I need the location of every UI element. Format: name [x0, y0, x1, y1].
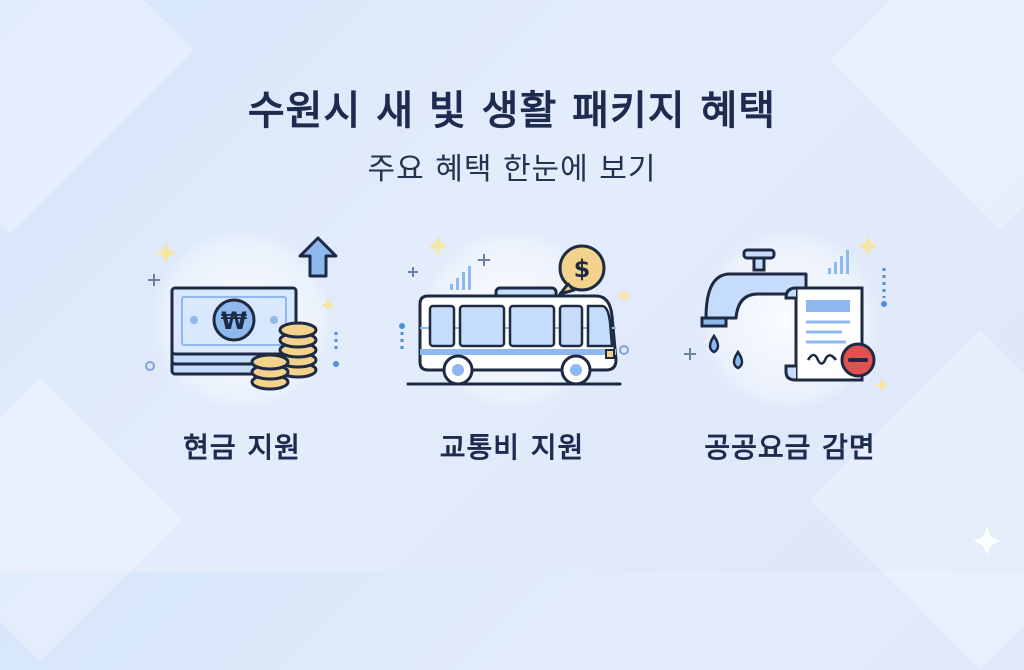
benefit-card-utilities: 공공요금 감면 — [670, 230, 910, 472]
sparkle-icon — [972, 526, 1002, 556]
benefit-label-utilities: 공공요금 감면 — [704, 431, 876, 464]
benefit-label-cash: 현금 지원 — [183, 431, 301, 464]
cash-money-icon: ₩ — [122, 232, 362, 402]
won-symbol: ₩ — [221, 307, 248, 335]
benefit-label-transport: 교통비 지원 — [439, 431, 585, 464]
page-subtitle: 주요 혜택 한눈에 보기 — [367, 152, 657, 187]
bus-icon: $ — [392, 232, 632, 402]
dollar-symbol: $ — [574, 255, 591, 283]
benefit-card-cash: ₩ 현금 지원 — [122, 230, 362, 472]
page-title: 수원시 새 빛 생활 패키지 혜택 — [247, 88, 777, 134]
water-tap-bill-icon — [670, 232, 910, 402]
benefit-card-transport: $ 교통비 지원 — [392, 230, 632, 472]
